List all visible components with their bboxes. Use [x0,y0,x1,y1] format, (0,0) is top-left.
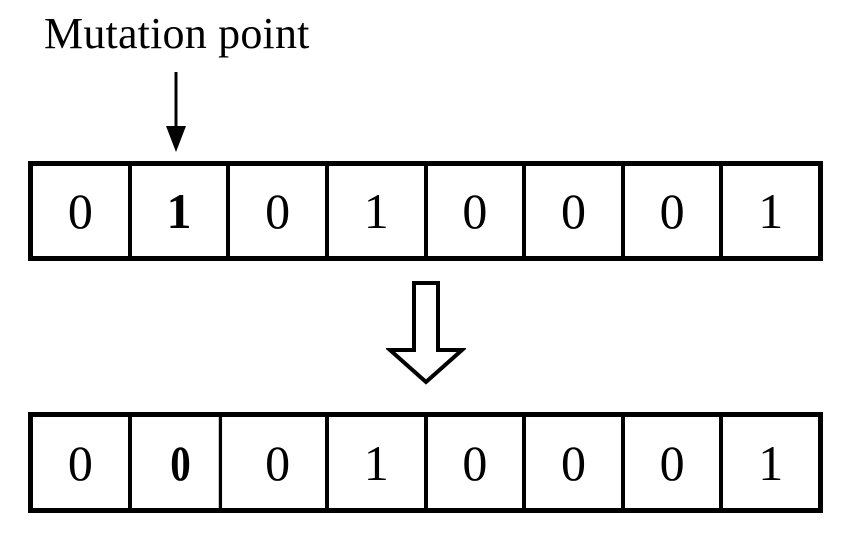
gene-cell[interactable]: 1 [723,417,818,508]
block-down-arrow-icon [386,281,466,385]
gene-cell-mutated[interactable]: 0 [140,417,222,508]
gene-cell[interactable]: 0 [624,166,724,256]
chromosome-before-mutation: 0 1 0 1 0 0 0 1 [28,161,823,261]
gene-cell[interactable]: 0 [230,166,329,256]
gene-cell[interactable]: 0 [33,166,132,256]
down-arrow-icon [166,72,186,152]
gene-cell[interactable]: 0 [427,166,527,256]
gene-cell[interactable]: 1 [328,166,428,256]
gene-cell[interactable]: 0 [526,166,625,256]
gene-cell[interactable]: 0 [427,417,527,508]
gene-cell[interactable]: 0 [230,417,329,508]
gene-cell[interactable]: 0 [624,417,724,508]
mutation-point-label: Mutation point [44,9,310,58]
gene-cell[interactable]: 1 [328,417,428,508]
gene-cell[interactable]: 1 [723,166,818,256]
gene-cell-mutated[interactable]: 1 [131,166,231,256]
chromosome-after-mutation: 0 0 0 1 0 0 0 1 [28,412,823,513]
gene-cell[interactable]: 0 [526,417,625,508]
gene-cell[interactable]: 0 [33,417,132,508]
